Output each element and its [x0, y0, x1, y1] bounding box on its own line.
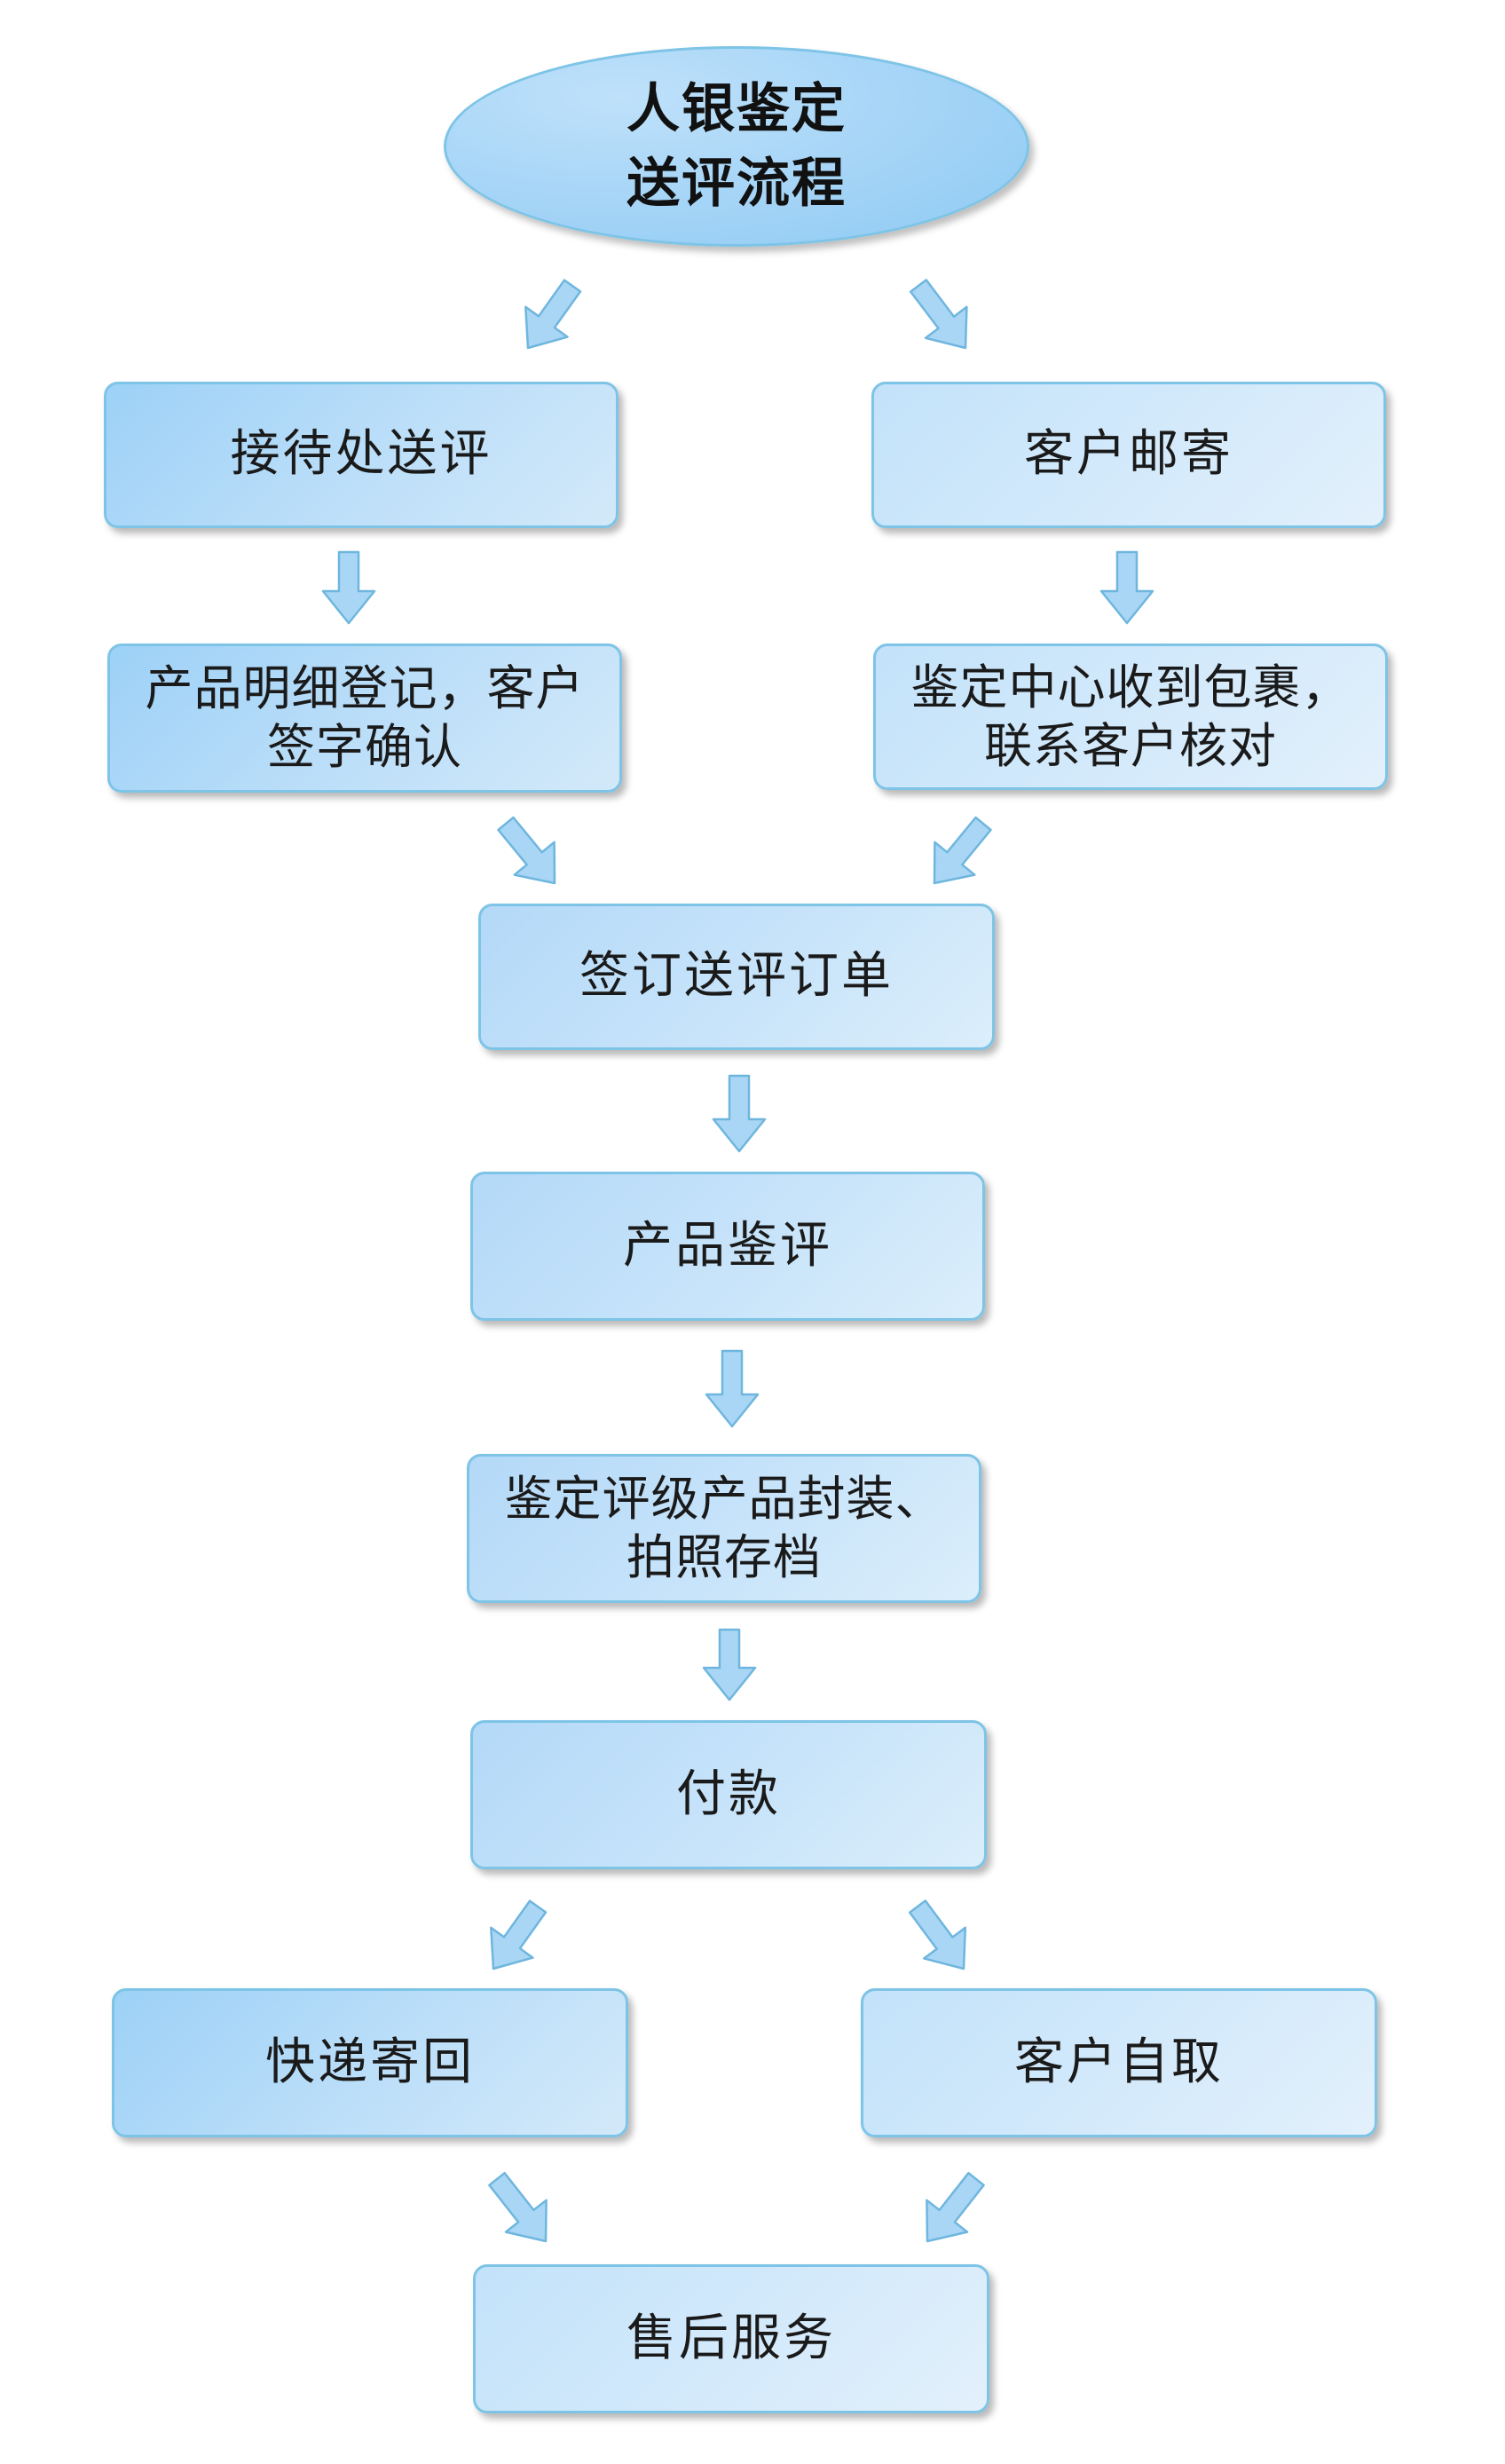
product-appraise-box: 产品鉴评 — [470, 1172, 985, 1321]
customer-mail-box: 客户邮寄 — [871, 382, 1386, 528]
arrow-express-to-aftersales — [488, 2171, 548, 2243]
parcel-received-box: 鉴定中心收到包裹， 联系客户核对 — [873, 644, 1388, 790]
arrow-start-to-reception — [524, 279, 582, 350]
sign-order-box: 签订送评订单 — [478, 904, 995, 1050]
start-title-line1: 人银鉴定 — [626, 78, 847, 140]
product-appraise-label: 产品鉴评 — [623, 1216, 832, 1275]
parcel-received-line1: 鉴定中心收到包裹， — [910, 659, 1351, 715]
after-sales-box: 售后服务 — [473, 2264, 989, 2413]
arrow-register-to-order — [497, 816, 556, 885]
package-archive-line1: 鉴定评级产品封装、 — [504, 1471, 944, 1528]
package-archive-box: 鉴定评级产品封装、 拍照存档 — [467, 1454, 981, 1603]
product-register-line2: 签字确认 — [267, 719, 462, 775]
payment-box: 付款 — [470, 1720, 987, 1869]
arrow-payment-to-pickup — [908, 1899, 967, 1970]
start-title-line2: 送评流程 — [626, 153, 847, 215]
arrow-appraise-to-package — [705, 1349, 760, 1428]
arrow-pickup-to-aftersales — [926, 2171, 985, 2243]
start-ellipse: 人银鉴定 送评流程 — [444, 46, 1029, 247]
sign-order-label: 签订送评订单 — [579, 947, 894, 1006]
self-pickup-label: 客户自取 — [1014, 2033, 1224, 2091]
arrow-mail-to-parcel — [1099, 550, 1154, 625]
payment-label: 付款 — [676, 1765, 781, 1823]
after-sales-label: 售后服务 — [626, 2309, 836, 2367]
express-return-label: 快递寄回 — [265, 2033, 475, 2091]
arrow-start-to-mail — [909, 279, 968, 350]
arrow-order-to-appraise — [712, 1074, 767, 1153]
reception-submit-box: 接待处送评 — [104, 382, 619, 528]
express-return-box: 快递寄回 — [112, 1988, 628, 2137]
self-pickup-box: 客户自取 — [861, 1988, 1377, 2137]
arrow-payment-to-express — [490, 1899, 548, 1970]
parcel-received-line2: 联系客户核对 — [984, 717, 1277, 774]
product-register-box: 产品明细登记，客户 签字确认 — [107, 644, 622, 793]
customer-mail-label: 客户邮寄 — [1024, 425, 1233, 484]
arrow-package-to-payment — [702, 1628, 757, 1702]
product-register-line1: 产品明细登记，客户 — [145, 660, 585, 717]
reception-submit-label: 接待处送评 — [230, 425, 492, 484]
arrow-reception-to-register — [321, 550, 376, 625]
arrow-parcel-to-order — [933, 816, 992, 885]
package-archive-line2: 拍照存档 — [626, 1529, 822, 1585]
